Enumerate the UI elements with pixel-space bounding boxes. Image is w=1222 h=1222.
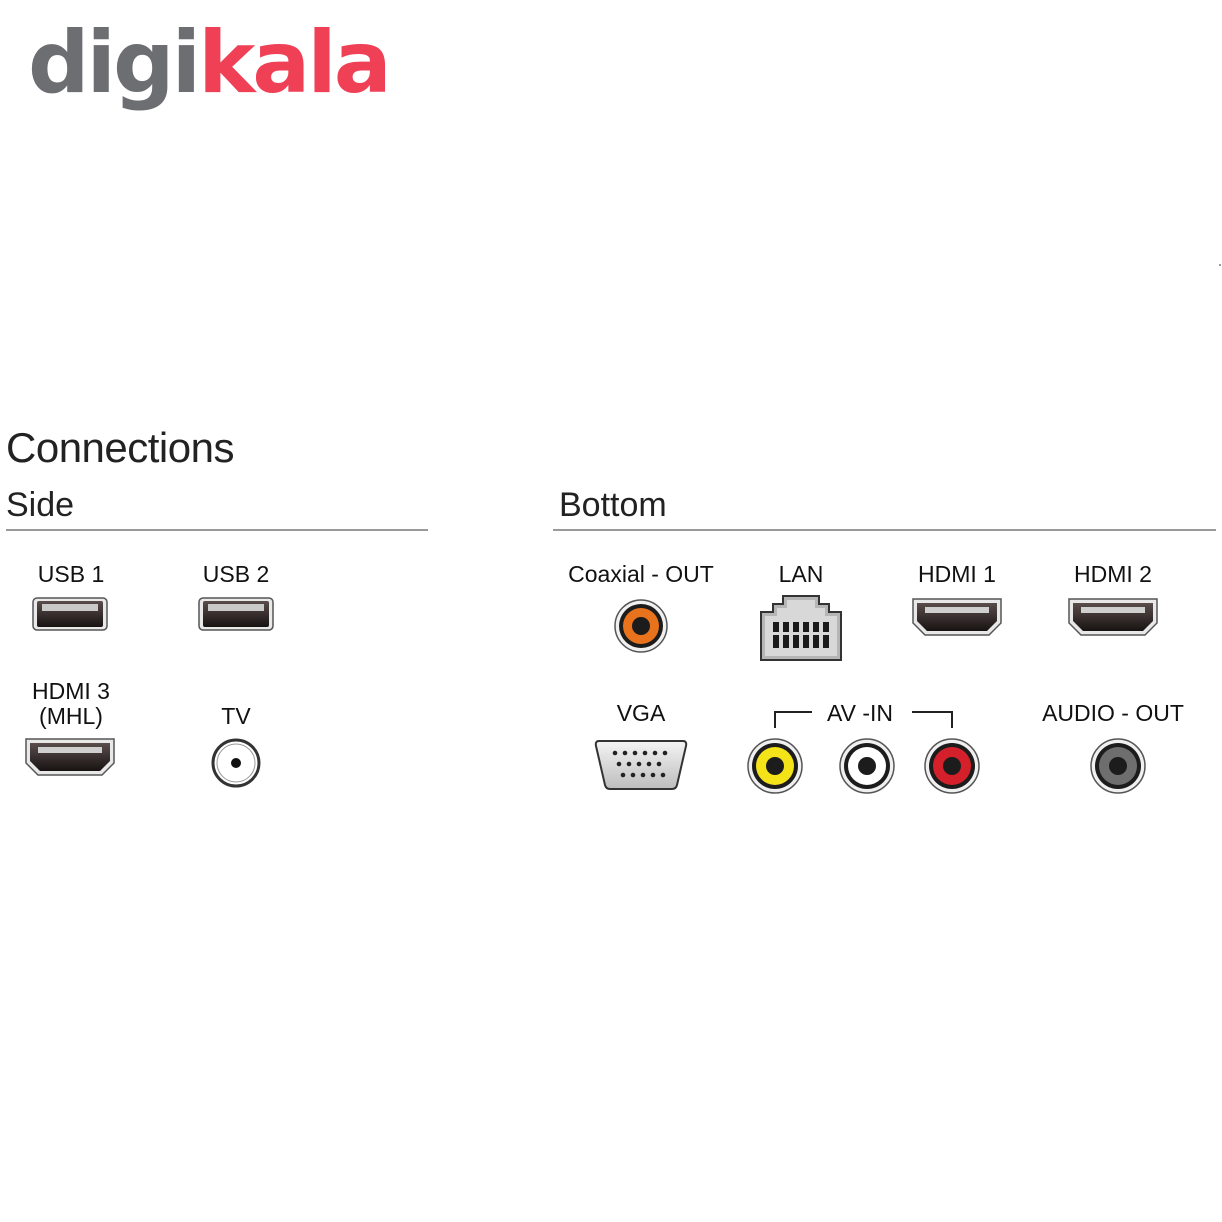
connections-heading: Connections: [6, 424, 234, 471]
tv-antenna-port-icon: [211, 738, 261, 788]
tv-label: TV: [221, 703, 251, 729]
usb-2-label: USB 2: [202, 561, 270, 587]
side-section-title: Side: [6, 486, 75, 524]
hdmi-port-icon: [1068, 598, 1158, 636]
side-divider: [6, 529, 428, 531]
usb-1-label: USB 1: [37, 561, 105, 587]
hdmi-1-label: HDMI 1: [918, 561, 996, 587]
hdmi-3-label-line-1: HDMI 3: [32, 678, 110, 704]
coaxial-out-label: Coaxial - OUT: [568, 561, 714, 587]
rca-video-jack-icon: [747, 738, 803, 794]
audio-jack-icon: [1090, 738, 1146, 794]
rca-audio-left-jack-icon: [839, 738, 895, 794]
hdmi-3-label: HDMI 3 (MHL): [1, 679, 141, 729]
stray-dot: [1219, 264, 1221, 266]
rca-audio-right-jack-icon: [924, 738, 980, 794]
hdmi-3-label-line-2: (MHL): [39, 703, 103, 729]
vga-port-icon: [594, 740, 688, 790]
digikala-logo[interactable]: digikala: [28, 20, 392, 106]
hdmi-port-icon: [912, 598, 1002, 636]
bottom-section-title: Bottom: [559, 486, 667, 524]
usb-port-icon: [32, 597, 108, 631]
bottom-divider: [553, 529, 1216, 531]
ethernet-port-icon: [760, 595, 842, 661]
logo-part-1: digi: [28, 13, 201, 113]
coaxial-rca-port-icon: [614, 599, 668, 653]
hdmi-port-icon: [25, 738, 115, 776]
av-in-label: AV -IN: [826, 700, 894, 726]
audio-out-label: AUDIO - OUT: [1042, 700, 1184, 726]
hdmi-2-label: HDMI 2: [1074, 561, 1152, 587]
logo-part-2: kala: [198, 13, 392, 113]
usb-port-icon: [198, 597, 274, 631]
lan-label: LAN: [778, 561, 824, 587]
av-in-bracket: [774, 711, 953, 728]
vga-label: VGA: [616, 700, 666, 726]
